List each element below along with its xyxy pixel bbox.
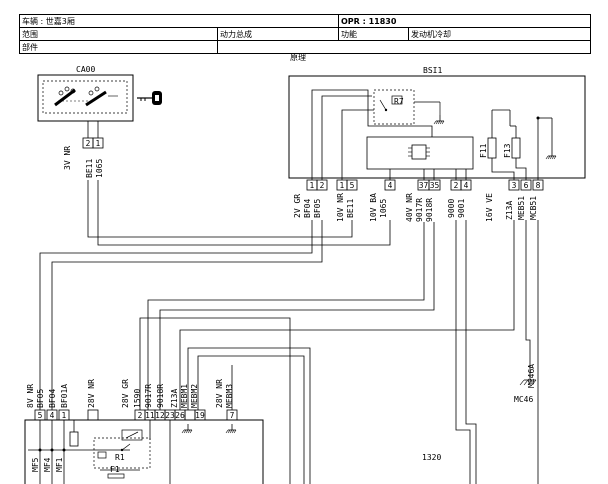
bsi-wire-label: 9017R	[415, 198, 424, 222]
header-table: 车辆 : 世嘉3厢 OPR : 11830 范围 动力总成 功能 发动机冷却 部…	[19, 14, 591, 54]
bsi-pin: 35	[430, 181, 440, 190]
bsi-connector-label: 16V VE	[485, 193, 494, 222]
unit-wire-label: 9017R	[144, 384, 153, 408]
bsi-pin: 8	[536, 181, 541, 190]
ca00-pin-2: 2	[86, 139, 91, 148]
ca00-wire-be11: BE11	[85, 159, 94, 178]
unit-pin: 12	[155, 411, 165, 420]
bsi-wire-label: MEB51	[517, 196, 526, 220]
ca00-component: CA00 2 1 3V NR BE11 1065	[37, 65, 162, 178]
unit-pin: 4	[50, 411, 55, 420]
fuse-f13-label: F13	[503, 143, 512, 158]
unit-connector-label: 28V GR	[121, 379, 130, 408]
part-value	[217, 40, 591, 54]
bsi1-connector: 1 2 1 5 4 37 35 2 4 3 6 8	[306, 179, 544, 191]
fuse-f11-label: F11	[479, 143, 488, 158]
bsi-pin: 37	[419, 181, 429, 190]
bsi1-name: BSI1	[423, 66, 442, 75]
bsi-connector-label: 10V NR	[336, 193, 345, 222]
unit-connector-label: 8V NR	[26, 384, 35, 408]
bsi1-labels: 2V GR BF04 BF05 10V NR BE11 10V BA 1065 …	[293, 193, 538, 222]
bsi-wire-label: Z13A	[505, 201, 514, 220]
internal-wire-label: MF4	[43, 457, 52, 472]
bsi-connector-label: 2V GR	[293, 194, 302, 218]
bsi-pin: 2	[454, 181, 459, 190]
bsi-wire-label: 9001	[457, 199, 466, 218]
bsi-wire-label: 1065	[379, 199, 388, 218]
unit-wire-label: Z13A	[170, 389, 179, 408]
unit-wire-label: MEBM2	[190, 384, 199, 408]
unit-pin: 1	[62, 411, 67, 420]
unit-wire-label: MEBM3	[225, 384, 234, 408]
bsi-pin: 1	[340, 181, 345, 190]
bsi-wire-label: BE11	[346, 199, 355, 218]
bsi-connector-label: 40V NR	[405, 193, 414, 222]
bsi-pin: 1	[310, 181, 315, 190]
bsi-wire-label: 9000	[447, 199, 456, 218]
mc46-name: MC46	[514, 395, 533, 404]
bsi-pin: 6	[524, 181, 529, 190]
unit-pin: 26	[175, 411, 185, 420]
bsi-pin: 4	[464, 181, 469, 190]
bsi-pin: 5	[350, 181, 355, 190]
fuse-f1-label: F1	[110, 465, 120, 474]
ca00-connector-label: 3V NR	[63, 146, 72, 170]
relay-r7-label: R7	[394, 97, 404, 106]
bsi-wire-label: BF04	[303, 199, 312, 218]
mc46-wire-label: ME46A	[527, 364, 536, 388]
unit-1320-name: 1320	[422, 453, 441, 462]
relay-r1-label: R1	[115, 453, 125, 462]
unit-connector-label: 28V NR	[215, 379, 224, 408]
bsi-pin: 4	[388, 181, 393, 190]
unit-pin: 5	[38, 411, 43, 420]
unit-wire-label: 9018R	[156, 384, 165, 408]
part-label: 部件	[19, 40, 218, 54]
bsi-pin: 2	[320, 181, 325, 190]
bsi-pin: 3	[512, 181, 517, 190]
ca00-name: CA00	[76, 65, 95, 74]
unit-connector-label: 28V NR	[87, 379, 96, 408]
unit-1320-component: 1320 MF5 MF4 MF1 R1 F1	[24, 419, 441, 484]
ca00-pin-1: 1	[96, 139, 101, 148]
unit-wire-label: BF05	[36, 389, 45, 408]
key-icon	[137, 91, 162, 105]
wires	[39, 180, 539, 484]
unit-pin: 7	[230, 411, 235, 420]
unit-pin: 2	[138, 411, 143, 420]
diagram-subtitle: 原理	[290, 53, 306, 62]
ca00-wire-1065: 1065	[95, 159, 104, 178]
unit-wire-label: 1590	[133, 389, 142, 408]
unit-pin: 23	[165, 411, 175, 420]
unit-wire-label: MEBM1	[180, 384, 189, 408]
unit-connector: 5 4 1 2 11 12 23 26 19 7	[34, 409, 238, 421]
bsi-wire-label: BF05	[313, 199, 322, 218]
mc46-component: ME46A MC46	[514, 364, 537, 404]
bsi-wire-label: MCB51	[529, 196, 538, 220]
unit-wire-label: BF04	[48, 389, 57, 408]
bsi1-component: BSI1 R7 F11 F13	[288, 66, 586, 180]
unit-pin: 19	[195, 411, 205, 420]
unit-pin: 11	[145, 411, 155, 420]
unit-wire-label: BF01A	[60, 384, 69, 408]
internal-wire-label: MF5	[31, 457, 40, 472]
bsi-wire-label: 9018R	[425, 198, 434, 222]
unit-labels: 8V NR BF05 BF04 BF01A 28V NR 28V GR 1590…	[26, 379, 234, 408]
bsi-connector-label: 10V BA	[369, 193, 378, 222]
internal-wire-label: MF1	[55, 457, 64, 472]
